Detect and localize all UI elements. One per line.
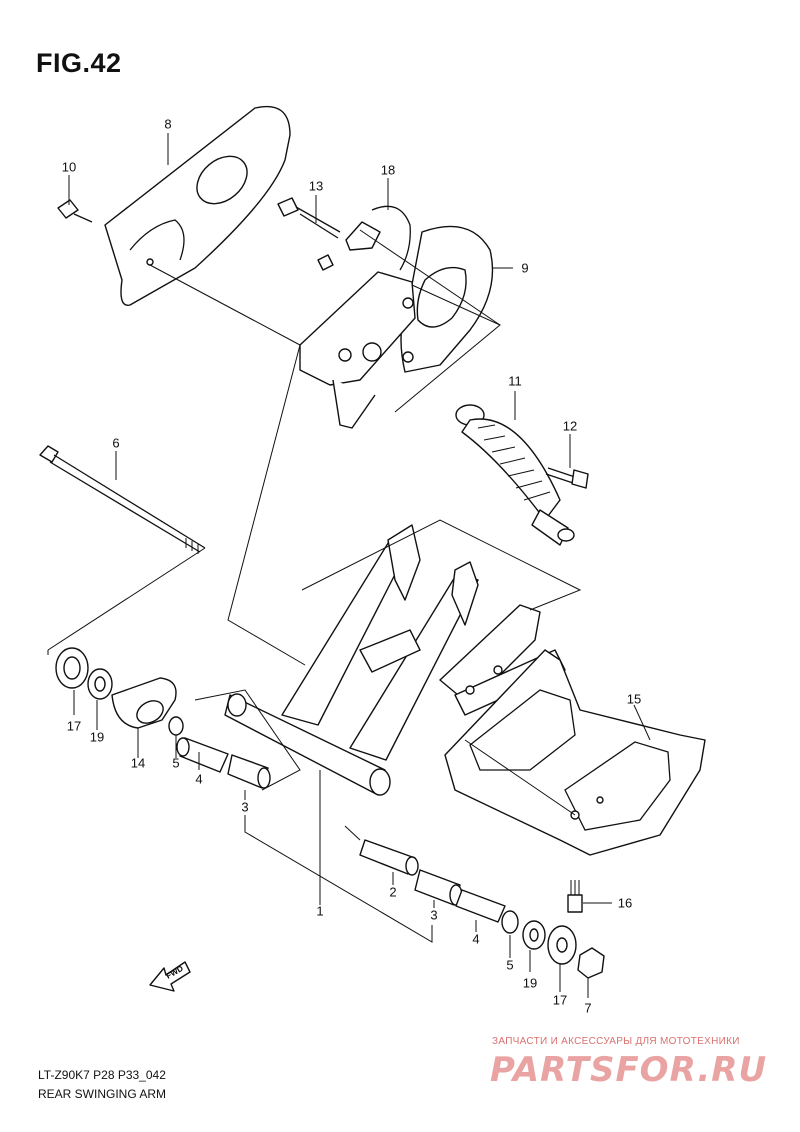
part-pivot-shaft	[39, 445, 206, 554]
callout-13: 13	[308, 178, 324, 194]
callout-12: 12	[562, 418, 578, 434]
part-mounting-bracket	[299, 271, 416, 429]
callout-3-left: 3	[241, 799, 249, 815]
part-chain-case-cover	[104, 105, 291, 306]
part-chain-guard	[400, 225, 494, 373]
callout-11: 11	[508, 373, 522, 389]
callout-16: 16	[617, 895, 633, 911]
figure-title: FIG.42	[36, 48, 122, 78]
callout-15: 15	[626, 691, 642, 707]
forward-direction-arrow: FWD	[149, 961, 191, 992]
callout-5-left: 5	[172, 755, 180, 771]
callout-9: 9	[521, 260, 529, 276]
callout-4-right: 4	[472, 931, 480, 947]
watermark-caption: ЗАПЧАСТИ И АКСЕССУАРЫ ДЛЯ МОТОТЕХНИКИ	[492, 1036, 740, 1047]
figure-name: REAR SWINGING ARM	[38, 1087, 167, 1101]
assembly-guide-lines	[47, 229, 582, 943]
model-code: LT-Z90K7 P28 P33_042	[38, 1068, 166, 1082]
part-bolts-upper	[57, 197, 341, 271]
part-skid-plate	[444, 649, 706, 856]
watermark-logo: PARTSFOR.RU	[490, 1050, 768, 1090]
parts-left-bushing-stack	[55, 647, 271, 789]
callout-leader-lines	[68, 133, 651, 998]
part-shock-bolt	[545, 467, 589, 489]
callout-2: 2	[389, 884, 397, 900]
part-rear-shock-absorber	[455, 404, 575, 546]
callout-19-left: 19	[89, 729, 105, 745]
callout-18: 18	[380, 162, 396, 178]
callout-14: 14	[130, 755, 146, 771]
callout-1: 1	[316, 903, 324, 919]
part-hose-clamp	[345, 205, 411, 271]
parts-right-bushing-stack	[359, 839, 605, 979]
callout-17-left: 17	[66, 718, 82, 734]
callout-10: 10	[61, 159, 77, 175]
callout-17-right: 17	[552, 992, 568, 1008]
callout-5-right: 5	[506, 957, 514, 973]
callout-19-right: 19	[522, 975, 538, 991]
callout-3-right: 3	[430, 907, 438, 923]
callout-4-left: 4	[195, 771, 203, 787]
part-swing-arm	[224, 524, 566, 796]
callout-8: 8	[164, 116, 172, 132]
callout-7: 7	[584, 1000, 592, 1016]
callout-6: 6	[112, 435, 120, 451]
